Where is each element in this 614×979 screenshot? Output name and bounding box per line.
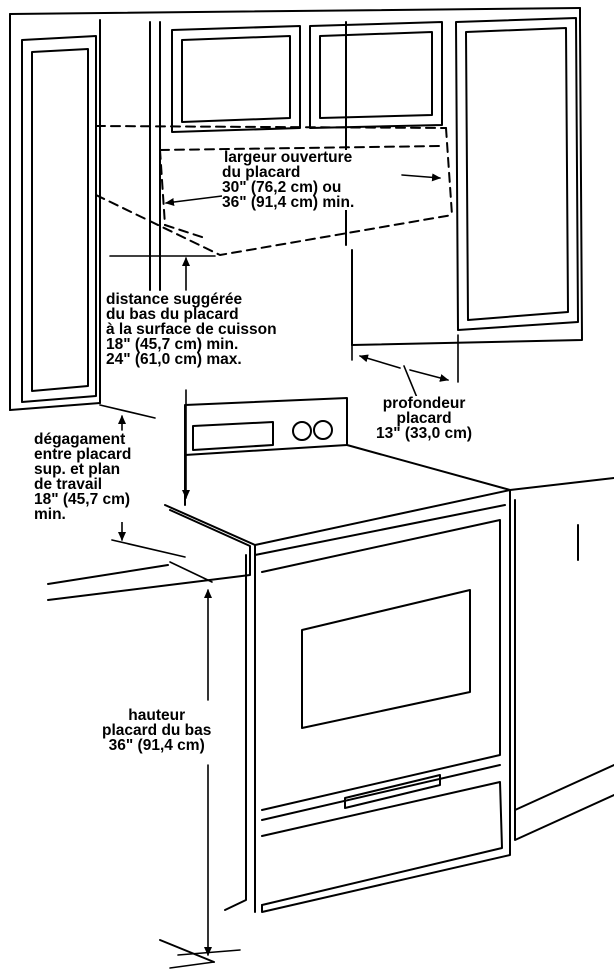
right-counter — [509, 477, 614, 841]
upper-middle-doors — [171, 21, 443, 133]
opening-width-arrows — [165, 173, 441, 206]
upper-cabinet-clearance-label: dégagament entre placard sup. et plan de… — [34, 431, 132, 523]
left-counter — [47, 509, 251, 963]
base-cabinet-height-label: hauteur placard du bas 36" (91,4 cm) — [102, 707, 212, 754]
range-hood-outline — [95, 125, 453, 256]
range-appliance — [164, 397, 511, 913]
right-cabinet-door — [351, 17, 583, 346]
cabinet-opening-width-label: largeur ouverture du placard 30" (76,2 c… — [222, 149, 355, 211]
suggested-distance-label: distance suggérée du bas du placard à la… — [106, 291, 277, 368]
upper-cabinet-frame — [9, 7, 581, 411]
cabinet-depth-dimension — [351, 324, 459, 401]
cabinet-depth-label: profondeur placard 13" (33,0 cm) — [376, 395, 473, 442]
base-height-dimension — [169, 561, 241, 969]
clearance-dimension — [99, 404, 186, 558]
